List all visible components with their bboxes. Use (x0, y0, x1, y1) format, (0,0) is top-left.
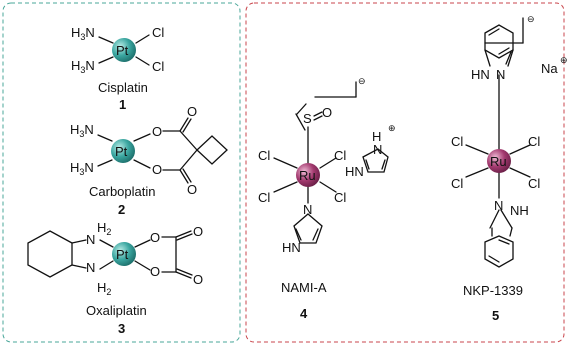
svg-text:N: N (496, 67, 505, 82)
svg-text:O: O (187, 182, 197, 197)
compound-name: NAMI-A (281, 280, 327, 295)
svg-text:⊖: ⊖ (527, 14, 535, 24)
compound-number: 3 (118, 321, 125, 336)
carboplatin-structure: Pt H3N H3N O O O O (70, 104, 228, 197)
compound-number: 5 (492, 308, 499, 323)
oxaliplatin-structure: Pt N N H2 H2 O O O O (27, 220, 203, 297)
svg-text:H3N: H3N (70, 122, 94, 139)
svg-text:Cl: Cl (152, 59, 164, 74)
compound-name: NKP-1339 (463, 283, 523, 298)
svg-text:S: S (303, 111, 312, 126)
svg-text:NH: NH (510, 203, 529, 218)
svg-text:Cl: Cl (334, 190, 346, 205)
ruthenium-panel-frame (245, 2, 565, 343)
ammine-ligand: H3N (71, 25, 95, 42)
svg-text:Cl: Cl (258, 148, 270, 163)
nkp-1339-structure: ⊖ Na ⊕ HN N Ru Cl Cl Cl Cl N NH (451, 14, 567, 268)
svg-text:Cl: Cl (152, 25, 164, 40)
svg-text:Pt: Pt (116, 247, 129, 262)
platinum-atom-sphere (111, 139, 135, 163)
svg-text:N: N (373, 142, 382, 157)
svg-text:O: O (193, 224, 203, 239)
svg-text:O: O (193, 272, 203, 287)
svg-text:H2: H2 (97, 220, 111, 237)
svg-text:O: O (187, 104, 197, 119)
svg-text:Ru: Ru (299, 168, 316, 183)
cisplatin-structure: Pt H3N H3N Cl Cl (71, 25, 164, 75)
svg-text:Cl: Cl (334, 148, 346, 163)
svg-text:O: O (152, 124, 162, 139)
svg-text:Cl: Cl (528, 134, 540, 149)
platinum-atom-sphere (112, 242, 136, 266)
svg-text:Cl: Cl (451, 176, 463, 191)
svg-text:O: O (152, 162, 162, 177)
svg-text:HN: HN (471, 67, 490, 82)
platinum-atom-sphere (112, 38, 136, 62)
imidazolium-cation: H N ⊕ HN (345, 123, 396, 179)
svg-text:Pt: Pt (115, 144, 128, 159)
ammine-ligand: H3N (71, 58, 95, 75)
svg-text:⊖: ⊖ (358, 76, 366, 86)
svg-text:HN: HN (345, 164, 364, 179)
ruthenium-atom-sphere (296, 163, 320, 187)
nami-a-structure: ⊖ S O Ru Cl Cl Cl Cl N HN (258, 76, 366, 255)
compound-number: 2 (118, 202, 125, 217)
platinum-panel-frame (2, 2, 241, 343)
svg-text:Ru: Ru (490, 154, 507, 169)
svg-text:O: O (150, 264, 160, 279)
svg-text:N: N (86, 232, 95, 247)
ruthenium-atom-sphere (487, 149, 511, 173)
compound-name: Carboplatin (89, 184, 156, 199)
svg-text:O: O (150, 230, 160, 245)
svg-text:H: H (372, 129, 381, 144)
svg-text:Cl: Cl (528, 176, 540, 191)
svg-text:HN: HN (282, 240, 301, 255)
svg-text:H2: H2 (97, 280, 111, 297)
svg-text:N: N (86, 260, 95, 275)
svg-text:H3N: H3N (70, 160, 94, 177)
svg-text:⊕: ⊕ (388, 123, 396, 133)
svg-text:Cl: Cl (258, 190, 270, 205)
svg-text:N: N (303, 202, 312, 217)
svg-text:O: O (322, 105, 332, 120)
svg-text:⊕: ⊕ (560, 55, 567, 65)
svg-text:Cl: Cl (451, 134, 463, 149)
svg-text:N: N (494, 198, 503, 213)
compound-name: Oxaliplatin (86, 303, 147, 318)
svg-text:Na: Na (541, 61, 558, 76)
svg-text:Pt: Pt (116, 43, 129, 58)
compound-number: 1 (119, 97, 126, 112)
compound-number: 4 (300, 306, 308, 321)
compound-name: Cisplatin (98, 80, 148, 95)
